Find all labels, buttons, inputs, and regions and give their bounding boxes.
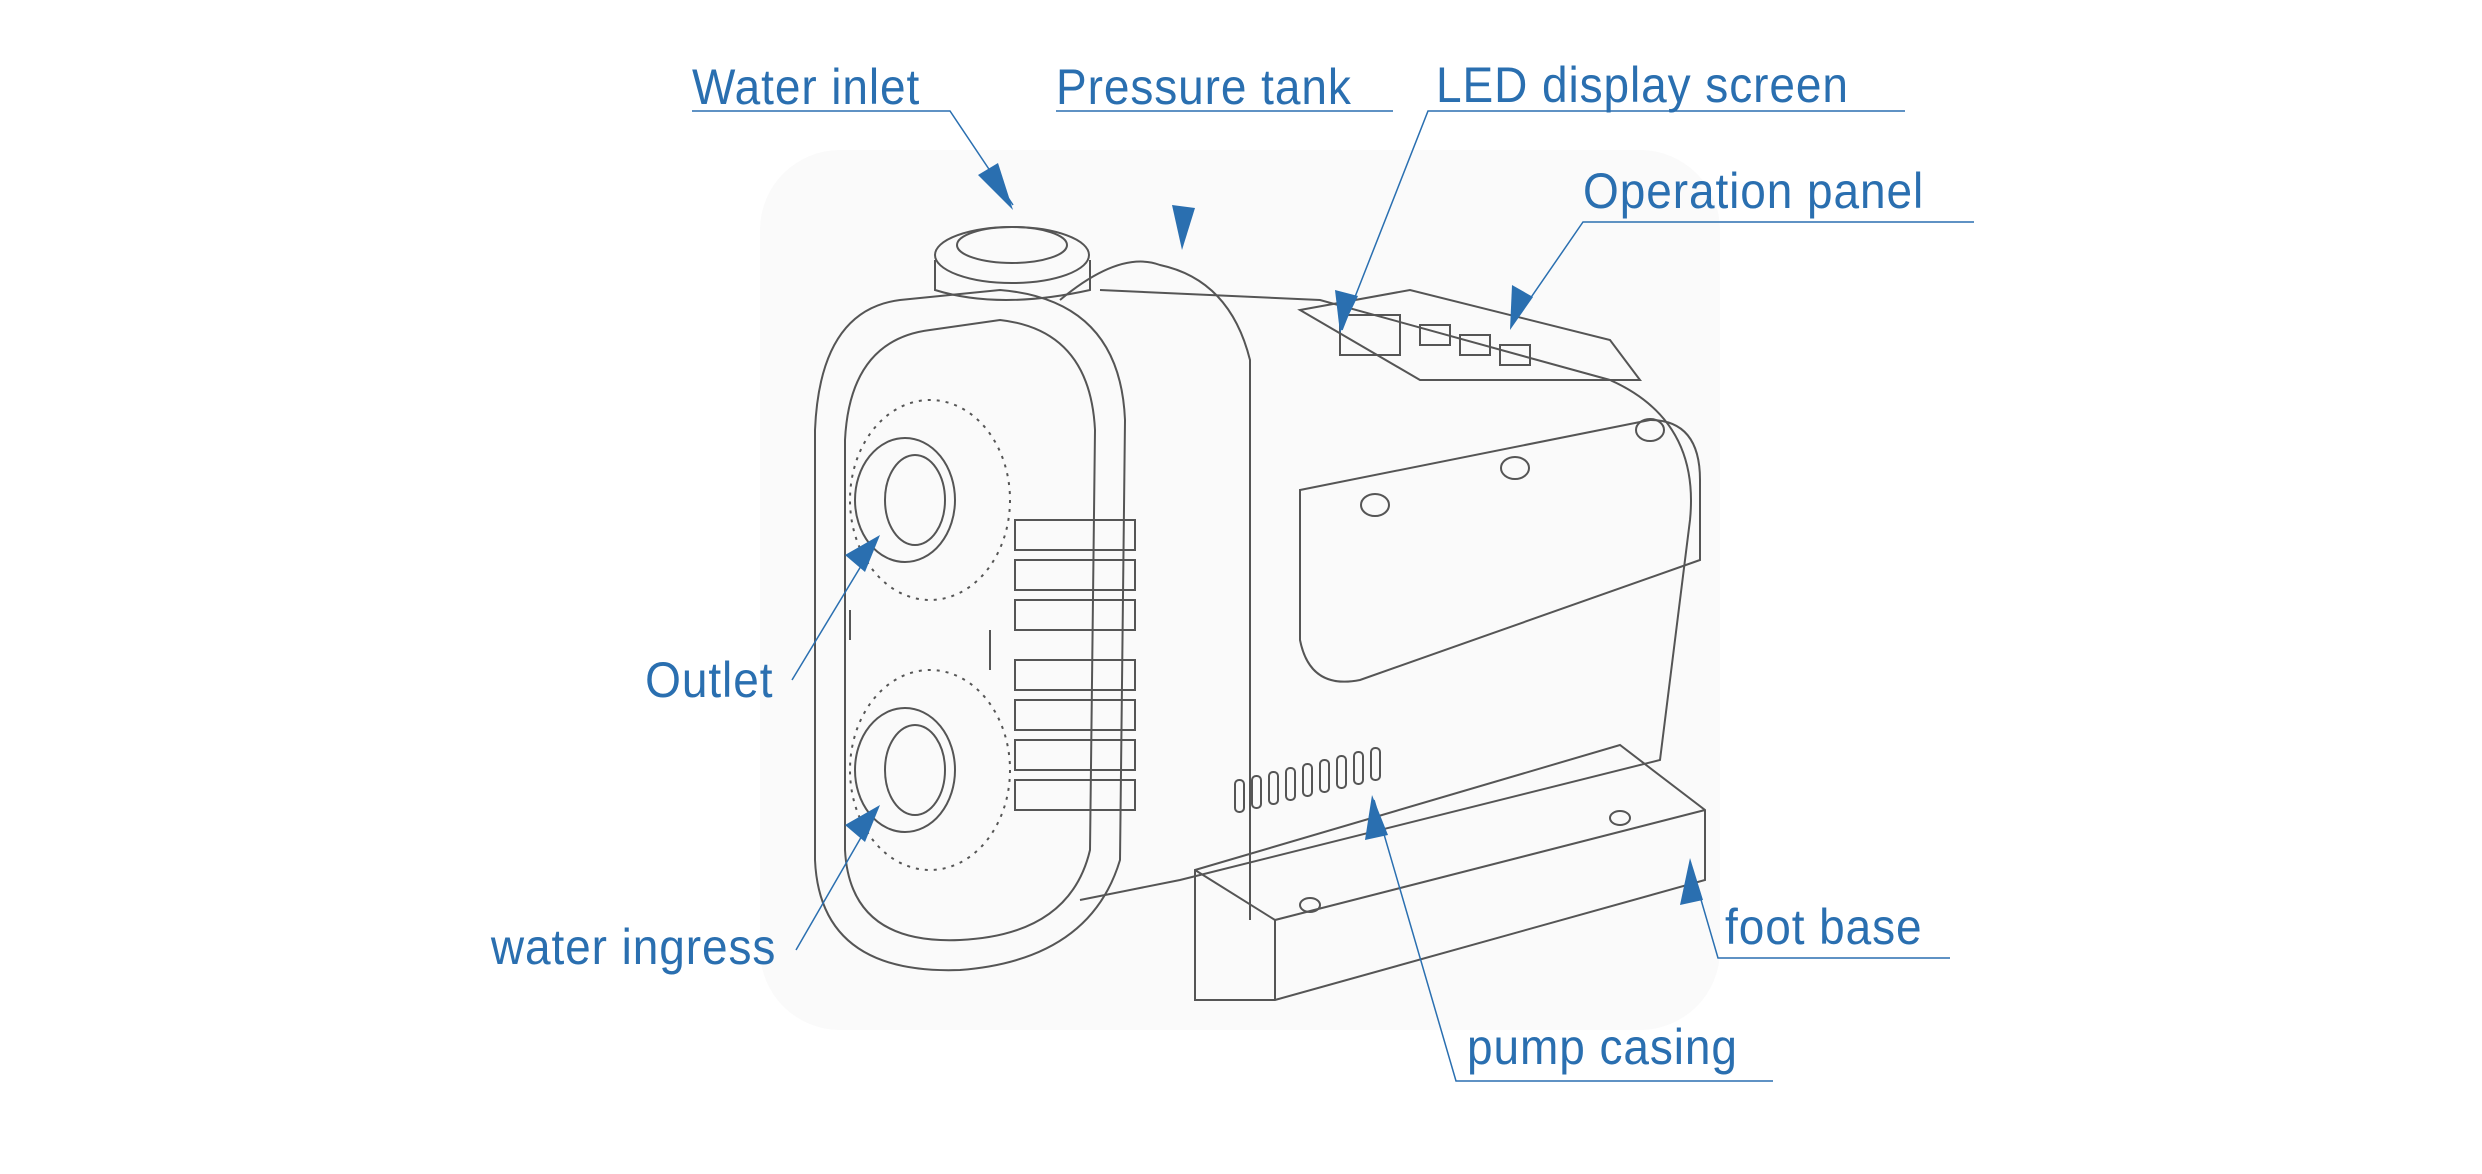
label-led-display-screen: LED display screen (1436, 57, 1849, 113)
outlet-arrow (845, 535, 880, 572)
ingress-port (849, 669, 1011, 871)
led-display-arrow (1335, 290, 1358, 333)
motor-side-panel (1299, 418, 1701, 683)
led-display-leader (1341, 110, 1905, 331)
label-water-inlet: Water inlet (692, 59, 921, 115)
operation-panel-shape (1297, 288, 1642, 381)
pressure-tank-shape (1059, 260, 1251, 920)
foot-base-shape (1194, 743, 1706, 1001)
pump-casing-arrow (1365, 795, 1388, 840)
label-foot-base: foot base (1725, 899, 1923, 955)
label-pump-casing: pump casing (1467, 1019, 1738, 1075)
label-outlet: Outlet (644, 652, 773, 708)
water-ingress-arrow (845, 805, 880, 842)
operation-panel-leader (1511, 221, 1974, 326)
vent-slots (1234, 747, 1381, 813)
pump-casing-shape (1079, 289, 1692, 901)
water-inlet-arrow (978, 163, 1013, 210)
label-water-ingress: water ingress (490, 919, 776, 975)
operation-panel-arrow (1510, 285, 1533, 330)
drawing-background (760, 150, 1720, 1030)
foot-base-arrow (1680, 858, 1703, 905)
label-operation-panel: Operation panel (1583, 163, 1925, 219)
pressure-tank-arrow (1172, 205, 1195, 250)
pump-casing-leader (1373, 799, 1773, 1082)
water-inlet-cap (934, 226, 1091, 301)
outlet-port (849, 399, 1011, 601)
front-housing (814, 288, 1127, 972)
vent-ribs (1014, 519, 1136, 811)
label-pressure-tank: Pressure tank (1056, 59, 1352, 115)
